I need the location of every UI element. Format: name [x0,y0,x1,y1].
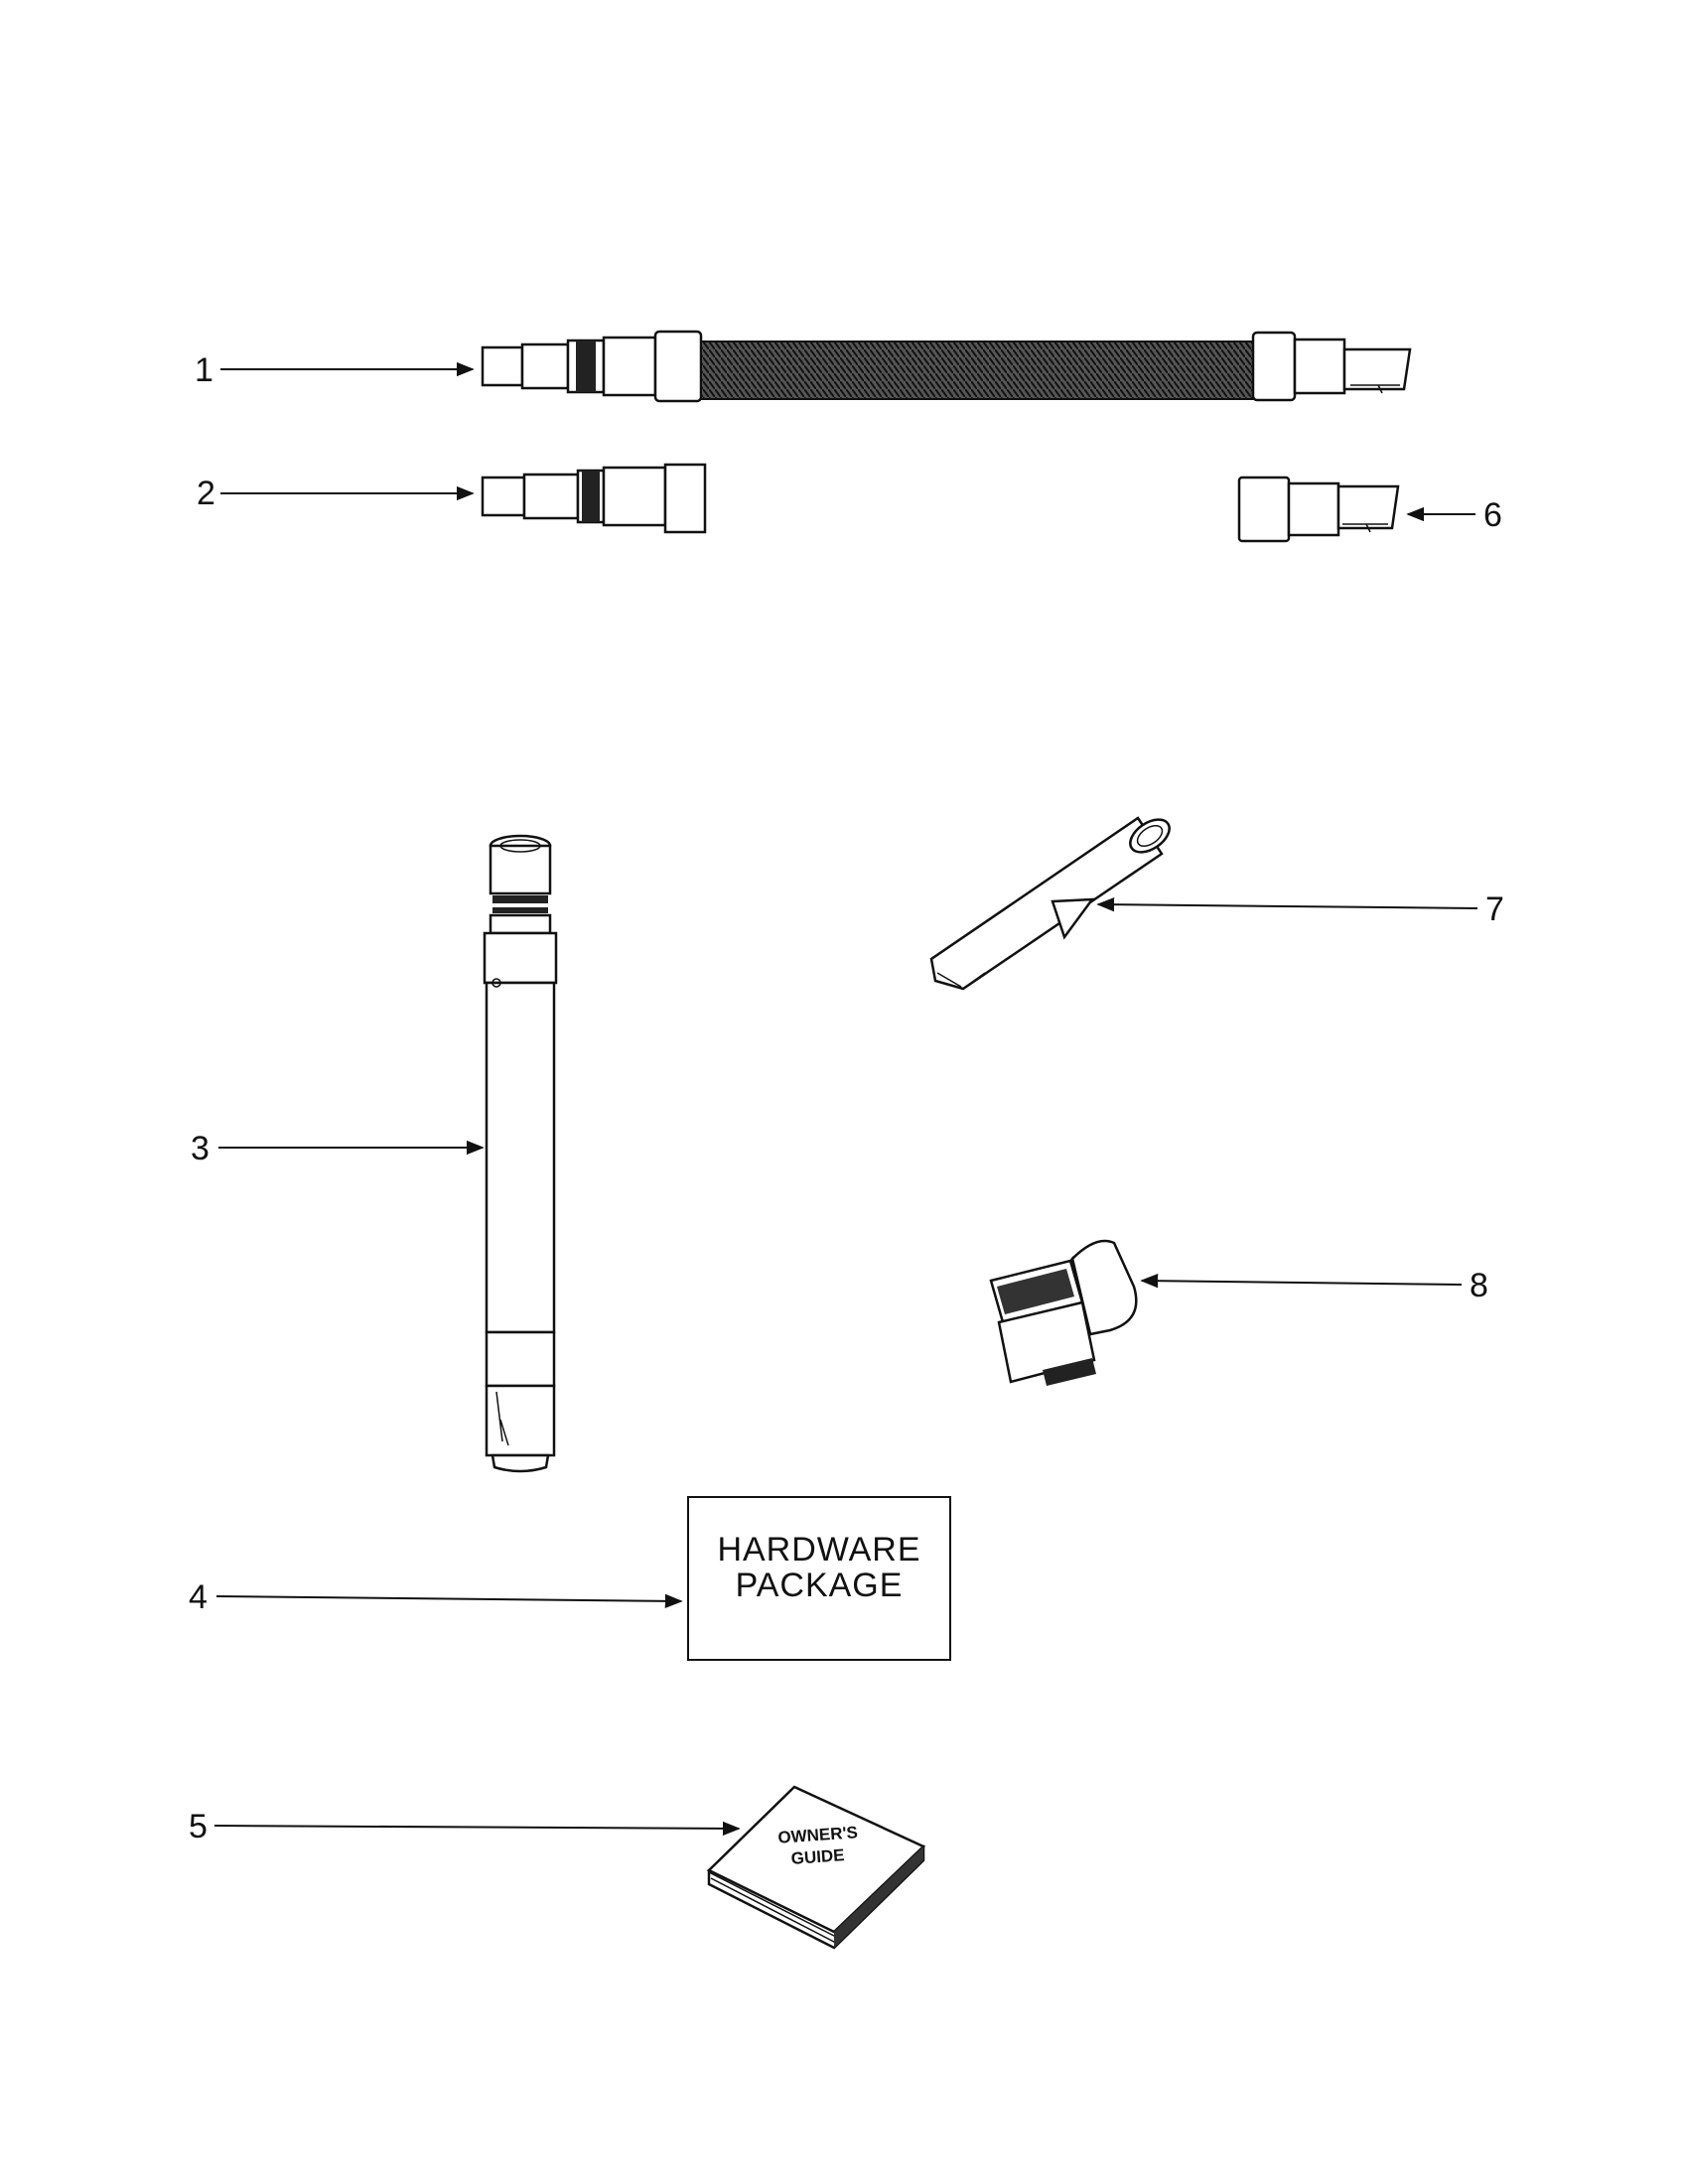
leader-5 [213,1821,741,1837]
hose-assembly [481,330,1412,403]
callout-8: 8 [1470,1267,1488,1304]
owners-guide-line2: GUIDE [790,1845,845,1868]
owners-guide-book [706,1785,926,1950]
hardware-package-line2: PACKAGE [736,1567,904,1604]
hardware-package-line1: HARDWARE [717,1531,920,1569]
callout-2: 2 [197,475,215,512]
callout-5: 5 [189,1808,208,1845]
hardware-package-box [687,1496,951,1661]
callout-1: 1 [195,351,213,389]
callout-3: 3 [191,1130,210,1167]
leader-7 [1096,896,1478,912]
leader-8 [1140,1274,1463,1289]
extension-wand [483,834,558,1473]
wand-adapter [481,463,707,534]
dusting-brush [989,1239,1138,1386]
callout-4: 4 [189,1578,208,1616]
crevice-tool [929,816,1171,991]
hose-end-fitting [1237,476,1400,543]
leader-4 [215,1593,683,1609]
callout-6: 6 [1483,496,1502,534]
callout-7: 7 [1485,890,1504,928]
